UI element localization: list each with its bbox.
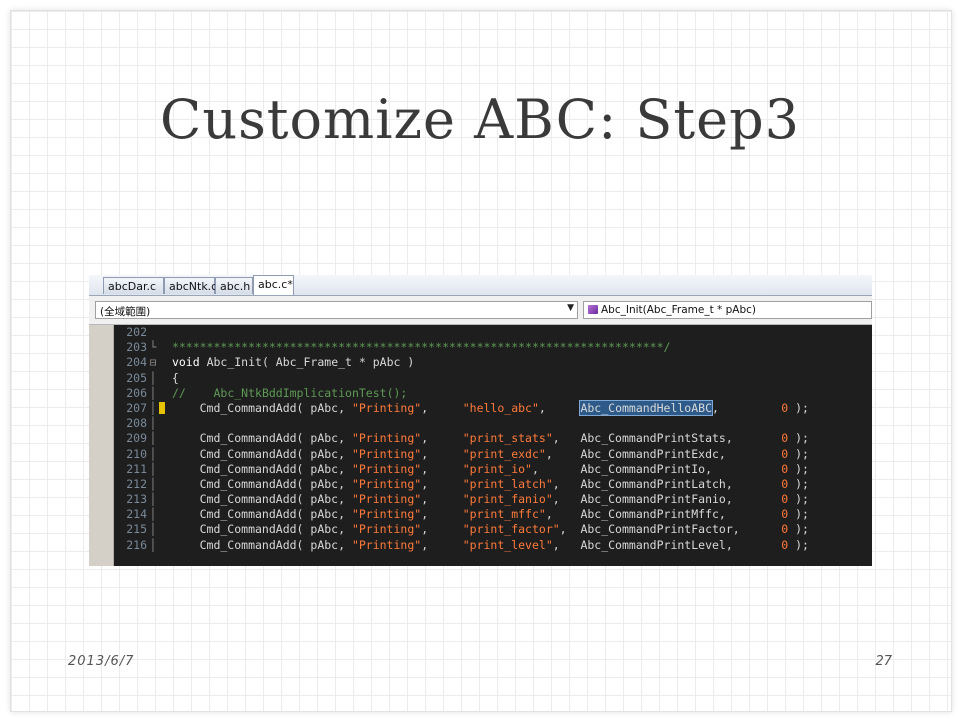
code-line[interactable]: 206│ // Abc_NtkBddImplicationTest(); bbox=[115, 386, 872, 401]
code-line[interactable]: 204⊟ void Abc_Init( Abc_Frame_t * pAbc ) bbox=[115, 355, 872, 370]
fold-guide: │ bbox=[149, 476, 157, 491]
line-number: 208 bbox=[126, 416, 147, 431]
code-line[interactable]: 207│ Cmd_CommandAdd( pAbc, "Printing", "… bbox=[115, 399, 872, 416]
code-line[interactable]: 205│ { bbox=[115, 371, 872, 386]
line-number: 211 bbox=[126, 461, 147, 476]
function-dropdown-value: Abc_Init(Abc_Frame_t * pAbc) bbox=[601, 304, 757, 316]
code-line[interactable]: 216│ Cmd_CommandAdd( pAbc, "Printing", "… bbox=[115, 538, 872, 553]
fold-guide: │ bbox=[149, 370, 157, 385]
line-number: 206 bbox=[126, 385, 147, 400]
line-number: 203 bbox=[126, 340, 147, 355]
function-icon bbox=[588, 305, 598, 314]
code-line[interactable]: 211│ Cmd_CommandAdd( pAbc, "Printing", "… bbox=[115, 462, 872, 477]
editor-tab-bar: abcDar.c abcNtk.c abc.h abc.c* bbox=[89, 275, 872, 296]
ide-screenshot: abcDar.c abcNtk.c abc.h abc.c* (全域範圍) ▼ … bbox=[89, 275, 872, 566]
code-text: Cmd_CommandAdd( pAbc, "Printing", "print… bbox=[165, 537, 809, 552]
fold-guide: │ bbox=[149, 416, 157, 431]
code-line[interactable]: 213│ Cmd_CommandAdd( pAbc, "Printing", "… bbox=[115, 492, 872, 507]
line-number: 213 bbox=[126, 492, 147, 507]
code-area[interactable]: 202 203└ *******************************… bbox=[115, 325, 872, 553]
slide-date: 2013/6/7 bbox=[68, 654, 135, 669]
code-text: ****************************************… bbox=[171, 340, 671, 355]
code-line[interactable]: 203└ ***********************************… bbox=[115, 340, 872, 355]
code-line[interactable]: 208│ bbox=[115, 416, 872, 431]
code-line[interactable]: 212│ Cmd_CommandAdd( pAbc, "Printing", "… bbox=[115, 477, 872, 492]
fold-guide: │ bbox=[149, 431, 157, 446]
collapse-icon[interactable]: ⊟ bbox=[149, 355, 157, 370]
line-number: 215 bbox=[126, 522, 147, 537]
code-line[interactable]: 210│ Cmd_CommandAdd( pAbc, "Printing", "… bbox=[115, 447, 872, 462]
fold-guide: │ bbox=[149, 385, 157, 400]
tab-abcntk[interactable]: abcNtk.c bbox=[164, 277, 217, 294]
fold-guide: │ bbox=[149, 461, 157, 476]
fold-guide: └ bbox=[149, 340, 157, 355]
code-line[interactable]: 209│ Cmd_CommandAdd( pAbc, "Printing", "… bbox=[115, 431, 872, 446]
code-text: Cmd_CommandAdd( pAbc, "Printing", "print… bbox=[165, 446, 809, 461]
code-text bbox=[165, 325, 172, 339]
tab-abcc[interactable]: abc.c* bbox=[253, 275, 294, 295]
tab-abch[interactable]: abc.h bbox=[215, 277, 253, 294]
code-text: void Abc_Init( Abc_Frame_t * pAbc ) bbox=[171, 355, 415, 370]
fold-guide: │ bbox=[149, 507, 157, 522]
fold-guide: │ bbox=[149, 522, 157, 537]
fold-guide: │ bbox=[149, 446, 157, 461]
code-editor[interactable]: 202 203└ *******************************… bbox=[89, 325, 872, 566]
code-line[interactable]: 215│ Cmd_CommandAdd( pAbc, "Printing", "… bbox=[115, 522, 872, 537]
code-text: Cmd_CommandAdd( pAbc, "Printing", "print… bbox=[165, 507, 809, 522]
slide-title: Customize ABC: Step3 bbox=[160, 88, 800, 151]
dropdown-arrow-icon[interactable]: ▼ bbox=[567, 303, 574, 313]
code-text: Cmd_CommandAdd( pAbc, "Printing", "hello… bbox=[165, 399, 809, 416]
slide-page-number: 27 bbox=[875, 654, 892, 669]
editor-margin bbox=[89, 325, 114, 566]
line-number: 202 bbox=[126, 325, 147, 339]
function-dropdown[interactable]: Abc_Init(Abc_Frame_t * pAbc) bbox=[583, 301, 872, 319]
code-text: Cmd_CommandAdd( pAbc, "Printing", "print… bbox=[165, 431, 809, 446]
line-number: 204 bbox=[126, 355, 147, 370]
line-number: 210 bbox=[126, 446, 147, 461]
change-marker bbox=[159, 401, 165, 414]
line-number: 205 bbox=[126, 370, 147, 385]
navigation-bar: (全域範圍) ▼ Abc_Init(Abc_Frame_t * pAbc) bbox=[89, 296, 872, 325]
scope-dropdown-value: (全域範圍) bbox=[100, 306, 151, 318]
fold-guide: │ bbox=[149, 400, 157, 415]
tab-abcdar[interactable]: abcDar.c bbox=[103, 277, 164, 294]
code-text: // Abc_NtkBddImplicationTest(); bbox=[171, 385, 408, 400]
code-text bbox=[165, 416, 172, 430]
fold-guide: │ bbox=[149, 537, 157, 552]
code-line[interactable]: 214│ Cmd_CommandAdd( pAbc, "Printing", "… bbox=[115, 507, 872, 522]
line-number: 214 bbox=[126, 507, 147, 522]
code-text: Cmd_CommandAdd( pAbc, "Printing", "print… bbox=[165, 476, 809, 491]
fold-guide: │ bbox=[149, 492, 157, 507]
line-number: 207 bbox=[126, 400, 147, 415]
code-text: Cmd_CommandAdd( pAbc, "Printing", "print… bbox=[165, 522, 809, 537]
line-number: 212 bbox=[126, 476, 147, 491]
scope-dropdown[interactable]: (全域範圍) ▼ bbox=[95, 301, 578, 319]
line-number: 209 bbox=[126, 431, 147, 446]
code-text: Cmd_CommandAdd( pAbc, "Printing", "print… bbox=[165, 461, 809, 476]
line-number: 216 bbox=[126, 537, 147, 552]
code-text: Cmd_CommandAdd( pAbc, "Printing", "print… bbox=[165, 492, 809, 507]
code-line[interactable]: 202 bbox=[115, 325, 872, 340]
code-text: { bbox=[165, 370, 179, 385]
